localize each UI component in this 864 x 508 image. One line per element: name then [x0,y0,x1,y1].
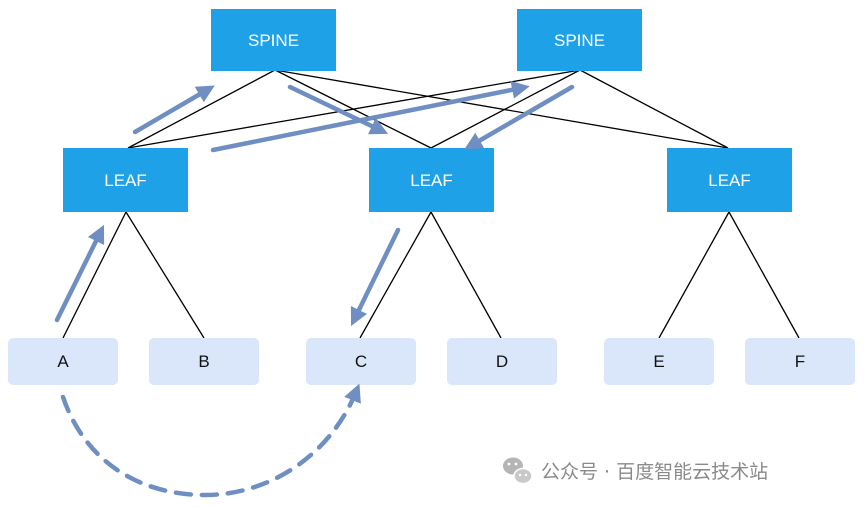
leaf-3-box [667,148,792,212]
host-C-box [306,338,416,385]
link-leaf1-B [125,211,205,339]
host-A-label: A [57,352,69,371]
spine-1-label: SPINE [248,31,299,50]
leaf-1-box [63,148,188,212]
link-leaf3-F [728,211,800,339]
link-spine1-leaf3 [274,69,729,149]
host-F-box [745,338,855,385]
spine-2-label: SPINE [554,31,605,50]
link-leaf2-D [430,211,502,339]
host-F-label: F [795,352,805,371]
leaf-3-label: LEAF [708,171,751,190]
host-B-box [149,338,259,385]
spine-1-box [211,9,336,71]
spine-2-box [517,9,642,71]
path-arrow-leaf1-to-spine1 [132,85,215,135]
host-node: A [8,338,118,385]
leaf-1-label: LEAF [104,171,147,190]
host-C-label: C [355,352,367,371]
path-arrow-A-to-C-dashed [60,383,361,498]
link-spine2-leaf2 [430,69,581,149]
link-spine1-leaf1 [127,69,276,149]
path-arrow-leaf2-to-C [350,227,401,327]
wechat-icon [503,457,533,485]
leaf-2-box [369,148,494,212]
host-E-box [604,338,714,385]
host-A-box [8,338,118,385]
link-leaf1-A [62,211,127,339]
host-B-label: B [198,352,209,371]
host-D-box [447,338,557,385]
leaf-2-label: LEAF [410,171,453,190]
link-spine2-leaf1 [127,69,581,149]
host-node: C [306,338,416,385]
link-leaf2-C [359,211,432,339]
path-arrow-A-to-leaf1 [54,224,105,323]
spine-switch: SPINE [517,9,642,71]
path-arrow-leaf1-to-spine2 [210,80,530,153]
leaf-switch: LEAF [369,148,494,212]
spine-switch: SPINE [211,9,336,71]
leaf-switch: LEAF [667,148,792,212]
path-arrow-spine2-to-leaf2 [464,84,575,150]
leaf-switch: LEAF [63,148,188,212]
host-node: E [604,338,714,385]
host-E-label: E [653,352,664,371]
links [62,69,800,339]
link-leaf3-E [658,211,730,339]
host-D-label: D [496,352,508,371]
host-node: B [149,338,259,385]
watermark: 公众号 · 百度智能云技术站 [503,457,768,485]
host-node: D [447,338,557,385]
watermark-text: 公众号 · 百度智能云技术站 [541,461,768,483]
link-spine2-leaf3 [579,69,729,149]
path-arrow-spine1-to-leaf2 [287,84,389,135]
traffic-path [54,80,575,498]
host-node: F [745,338,855,385]
